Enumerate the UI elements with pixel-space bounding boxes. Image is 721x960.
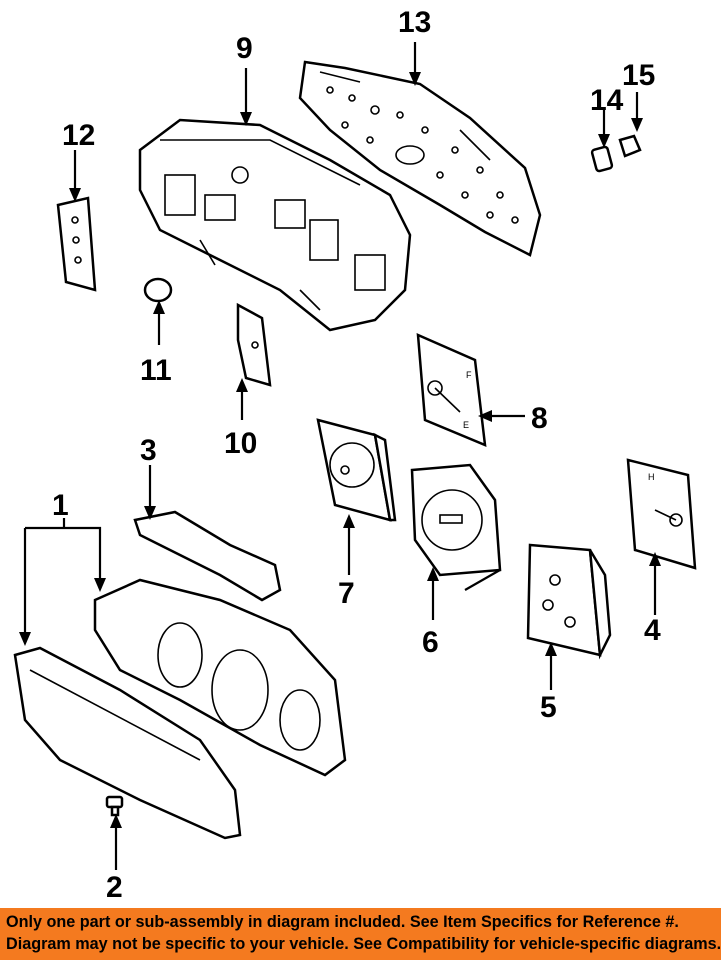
part-1-cluster-mask	[93, 578, 347, 777]
svg-text:H: H	[648, 472, 655, 482]
disclaimer-banner: Only one part or sub-assembly in diagram…	[0, 908, 721, 960]
part-6-speedometer	[410, 463, 502, 591]
part-11-bulb-socket	[143, 277, 173, 303]
callout-5: 5	[540, 691, 557, 724]
callout-8: 8	[531, 402, 548, 435]
callout-9: 9	[236, 32, 253, 65]
part-14-bulb	[590, 145, 614, 173]
callout-15: 15	[622, 59, 655, 92]
part-13-circuit-board	[298, 60, 542, 257]
callout-4: 4	[644, 614, 661, 647]
callout-2: 2	[106, 871, 123, 904]
disclaimer-line-2: Diagram may not be specific to your vehi…	[6, 935, 721, 953]
disclaimer-line-1: Only one part or sub-assembly in diagram…	[6, 913, 679, 931]
callout-12: 12	[62, 119, 95, 152]
part-8-fuel-gauge: F E	[416, 333, 487, 447]
callout-7: 7	[338, 577, 355, 610]
leader-lines	[19, 42, 661, 870]
callout-6: 6	[422, 626, 439, 659]
part-7-tachometer	[316, 418, 397, 522]
callout-labels: 1 2 3 4 5 6 7 8 9 10 11 12 13 14 15	[52, 6, 661, 904]
callout-3: 3	[140, 434, 157, 467]
part-9-cluster-housing	[138, 118, 412, 332]
part-2-screw	[105, 795, 124, 817]
callout-14: 14	[590, 84, 624, 117]
part-15-bulb-holder	[618, 134, 642, 158]
parts-diagram: F E H	[13, 6, 697, 904]
part-12-module	[56, 196, 97, 292]
part-10-bracket	[236, 302, 272, 387]
callout-11: 11	[140, 354, 172, 387]
svg-text:F: F	[466, 370, 472, 380]
callout-13: 13	[398, 6, 431, 39]
part-1-lens	[13, 646, 242, 840]
part-4-temp-gauge: H	[626, 458, 697, 570]
callout-10: 10	[224, 427, 257, 460]
part-5-gauge-module	[526, 543, 612, 660]
callout-1: 1	[52, 489, 69, 522]
part-3-trim-panel	[133, 510, 282, 602]
svg-text:E: E	[463, 420, 469, 430]
